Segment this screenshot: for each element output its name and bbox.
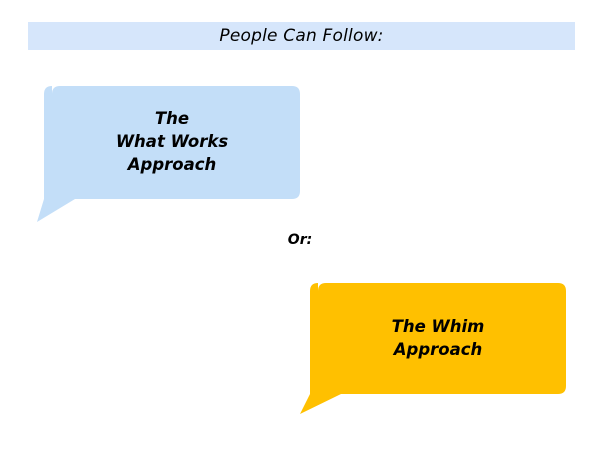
bubble-body-orange	[300, 283, 566, 414]
bubble-body-blue	[37, 86, 300, 222]
speech-bubble-what-works-shape	[37, 86, 300, 222]
speech-bubble-whim[interactable]: The Whim Approach	[300, 283, 566, 414]
speech-bubble-what-works[interactable]: The What Works Approach	[37, 86, 300, 222]
speech-bubble-whim-shape	[300, 283, 566, 414]
header-band	[28, 22, 575, 50]
page-title: People Can Follow:	[219, 26, 384, 46]
connector-label-or: Or:	[287, 232, 313, 248]
